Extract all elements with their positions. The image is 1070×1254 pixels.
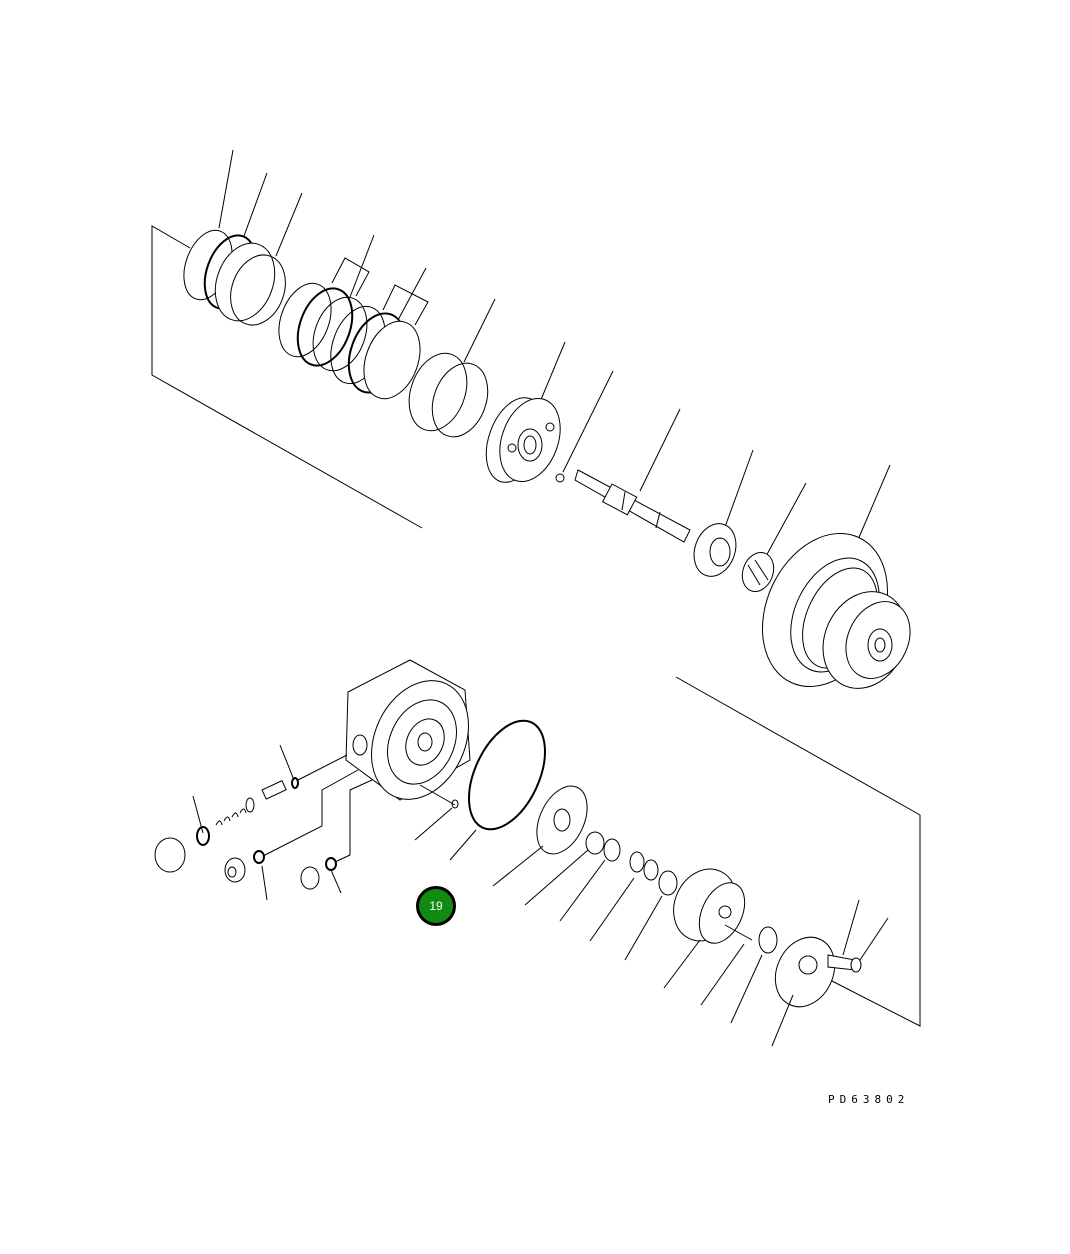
shaft xyxy=(574,469,691,543)
rotating-group-parts xyxy=(492,785,889,1047)
callout-badge[interactable]: 19 xyxy=(416,886,456,926)
motor-case xyxy=(345,659,471,801)
disc-housing xyxy=(485,397,565,483)
upper-leader-lines xyxy=(218,149,891,559)
o-ring-and-pin xyxy=(414,719,546,861)
bearings xyxy=(693,523,775,592)
flange-hub xyxy=(762,532,911,689)
valve-parts xyxy=(154,744,373,901)
seal-rings xyxy=(183,229,489,438)
lower-assembly-frame xyxy=(675,676,921,1027)
drawing-id-label: PD63802 xyxy=(828,1093,910,1106)
upper-assembly-frame xyxy=(151,225,423,529)
